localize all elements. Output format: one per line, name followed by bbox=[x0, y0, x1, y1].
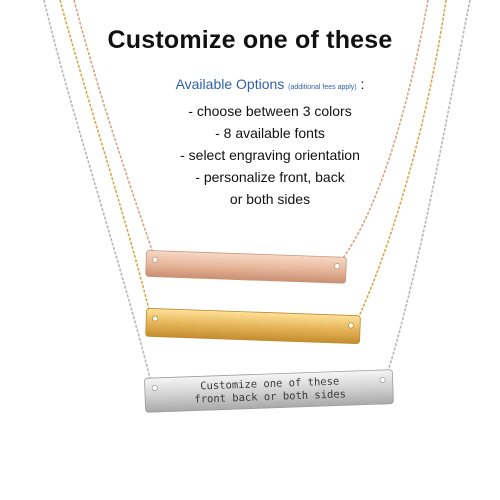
gold-chain-right bbox=[354, 0, 447, 326]
silver-chain-right bbox=[385, 0, 471, 379]
options-heading: Available Options (additional fees apply… bbox=[140, 76, 400, 92]
silver-chain-left bbox=[43, 0, 151, 379]
options-title: Available Options bbox=[175, 76, 285, 92]
rose-chain-right bbox=[339, 0, 429, 263]
options-note: (additional fees apply) bbox=[288, 84, 357, 91]
rose-chain-left bbox=[73, 0, 157, 263]
option-line: - 8 available fonts bbox=[215, 125, 325, 141]
options-colon: : bbox=[360, 76, 365, 92]
option-line: or both sides bbox=[229, 191, 311, 207]
rose-gold-bar bbox=[145, 250, 347, 284]
silver-bar bbox=[144, 369, 394, 413]
gold-bar bbox=[145, 308, 361, 345]
option-line: - select engraving orientation bbox=[180, 147, 360, 163]
option-line: - personalize front, back bbox=[195, 169, 345, 185]
options-block: Available Options (additional fees apply… bbox=[140, 76, 400, 210]
gold-chain-left bbox=[59, 0, 153, 323]
option-line: - choose between 3 colors bbox=[188, 103, 352, 119]
headline: Customize one of these bbox=[107, 26, 393, 54]
